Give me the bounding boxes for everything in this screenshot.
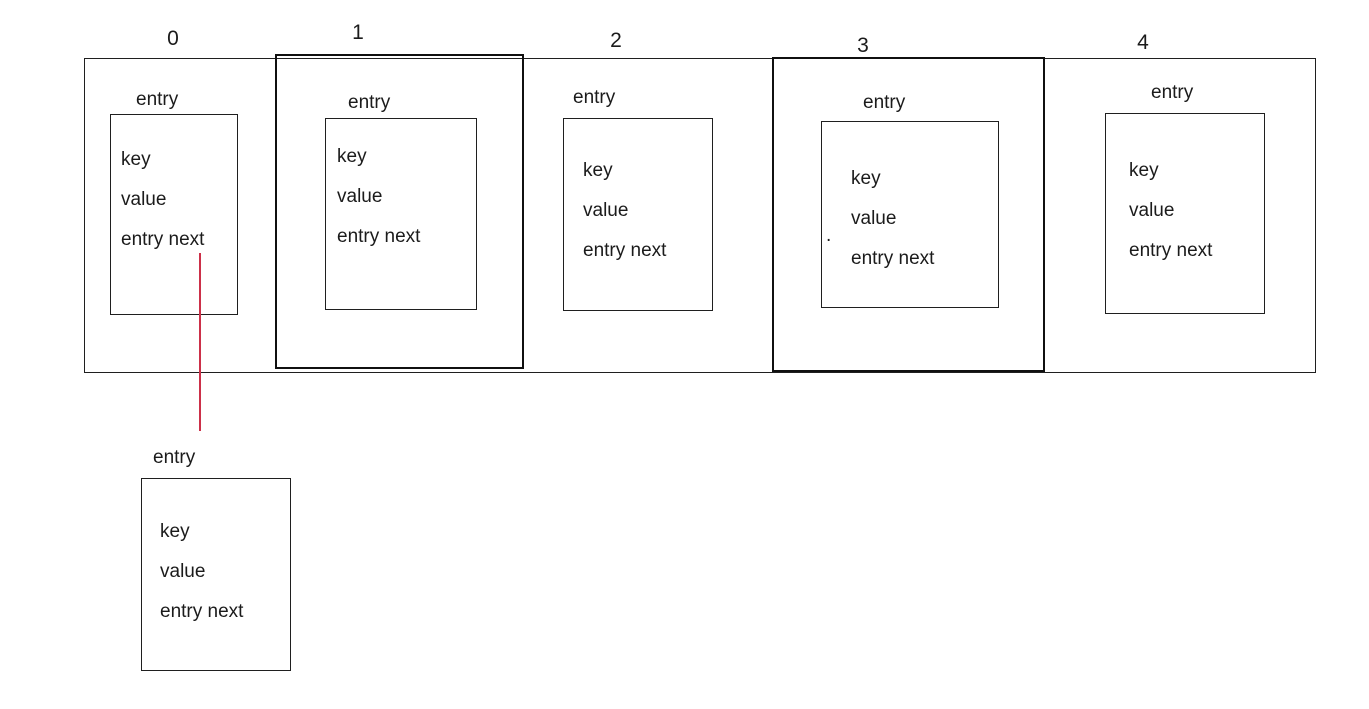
entry-box: key value entry next [821,121,999,308]
entry-field-next: entry next [121,229,205,250]
entry-field-next: entry next [337,226,421,247]
bucket-index-label: 3 [857,34,869,57]
bucket-index-label: 1 [352,21,364,44]
bucket-index-label: 2 [610,29,622,52]
entry-box: key value entry next [110,114,238,315]
entry-field-value: value [1129,200,1175,221]
entry-field-key: key [1129,160,1159,181]
bucket-cell-1-outline [275,54,524,369]
entry-field-key: key [851,168,881,189]
bucket-index-label: 0 [167,27,179,50]
entry-field-value: value [583,200,629,221]
entry-field-next: entry next [851,248,935,269]
entry-label: entry [1151,82,1194,103]
entry-field-next: entry next [160,601,244,622]
entry-label: entry [153,447,196,468]
entry-box: key value entry next [141,478,291,671]
entry-field-key: key [583,160,613,181]
entry-field-value: value [851,208,897,229]
entry-label: entry [348,92,391,113]
bucket-array-outline [84,58,1316,373]
entry-box: key value entry next [563,118,713,311]
entry-label: entry [136,89,179,110]
entry-field-next: entry next [583,240,667,261]
entry-field-value: value [337,186,383,207]
next-pointer-line [199,253,201,431]
entry-field-value: value [121,189,167,210]
bucket-index-label: 4 [1137,31,1149,54]
entry-field-key: key [121,149,151,170]
stray-dot: . [826,225,832,246]
entry-box: key value entry next [1105,113,1265,314]
entry-field-key: key [160,521,190,542]
entry-box: key value entry next [325,118,477,310]
entry-field-next: entry next [1129,240,1213,261]
bucket-cell-3-outline [772,57,1045,372]
entry-label: entry [573,87,616,108]
entry-label: entry [863,92,906,113]
entry-field-value: value [160,561,206,582]
entry-field-key: key [337,146,367,167]
